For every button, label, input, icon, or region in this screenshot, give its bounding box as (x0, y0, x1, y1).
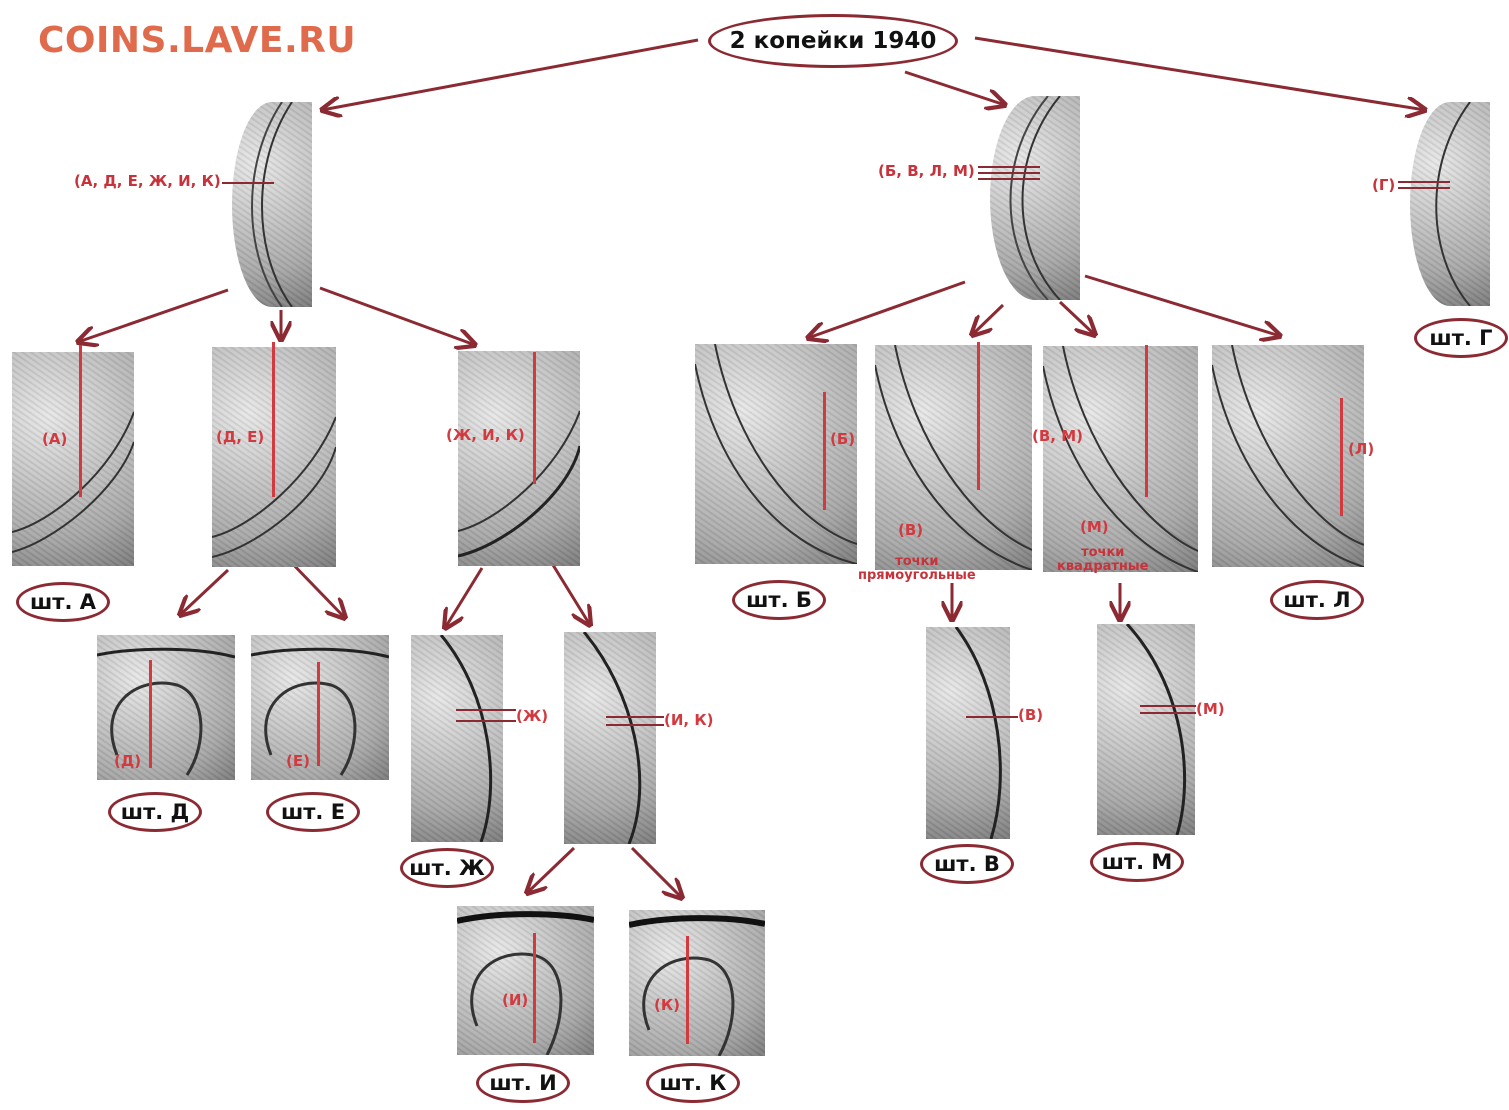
stamp-g: шт. Г (1414, 318, 1508, 358)
stamp-v: шт. В (920, 844, 1014, 884)
label-i: (И) (502, 991, 529, 1009)
coin-photo-v-detail (926, 627, 1010, 839)
label-right-group: (Г) (1372, 176, 1396, 194)
coin-photo-left-group (232, 102, 312, 307)
coin-photo-a (12, 352, 134, 566)
coin-photo-m-detail (1097, 624, 1195, 835)
stamp-d: шт. Д (108, 792, 202, 832)
diagram-title: 2 копейки 1940 (708, 14, 958, 68)
note-m: точки квадратные (1057, 546, 1149, 574)
marker-line (978, 166, 1040, 168)
stamp-b: шт. Б (732, 580, 826, 620)
label-v-detail: (В) (1018, 706, 1044, 724)
arrow-ik-k (630, 846, 682, 898)
marker-arrow (686, 936, 689, 1044)
label-v-pointer: (В) (898, 521, 924, 539)
note-m-line1: точки (1081, 545, 1125, 560)
marker-line (606, 724, 664, 726)
marker-arrow (533, 933, 536, 1043)
site-watermark: COINS.LAVE.RU (38, 20, 357, 61)
note-v-line2: прямоугольные (858, 568, 976, 583)
note-v-line1: точки (895, 554, 939, 569)
marker-line (456, 720, 516, 722)
marker-line (966, 716, 1018, 718)
marker-arrow (533, 352, 536, 484)
stamp-l: шт. Л (1270, 580, 1364, 620)
marker-line (606, 716, 664, 718)
label-vm: (В, М) (1032, 427, 1083, 445)
arrow-zhik-zh (445, 567, 484, 628)
marker-line (978, 172, 1040, 174)
label-m-detail: (М) (1196, 700, 1225, 718)
marker-line (1398, 187, 1450, 189)
label-l: (Л) (1348, 440, 1375, 458)
arrow-mid-v (972, 303, 1005, 335)
label-a: (А) (42, 430, 68, 448)
note-m-line2: квадратные (1057, 559, 1149, 574)
label-b: (Б) (830, 430, 856, 448)
marker-arrow (79, 345, 82, 497)
stamp-i: шт. И (476, 1063, 570, 1103)
coin-photo-m (1043, 346, 1198, 572)
coin-photo-e (251, 635, 389, 780)
marker-arrow (977, 342, 980, 490)
marker-line (1140, 705, 1196, 707)
label-d: (Д) (114, 752, 142, 770)
label-m-pointer: (М) (1080, 518, 1109, 536)
marker-arrow (149, 660, 152, 768)
marker-line (1398, 181, 1450, 183)
arrow-mid-m (1058, 300, 1095, 335)
arrow-left-zhik (319, 286, 475, 345)
coin-photo-right-group (1410, 102, 1490, 306)
marker-arrow (272, 342, 275, 497)
stamp-m: шт. М (1090, 842, 1184, 882)
coin-photo-zh (411, 635, 503, 842)
label-zh: (Ж) (516, 707, 549, 725)
coin-photo-d (97, 635, 235, 780)
marker-line (978, 178, 1040, 180)
arrow-mid-b (808, 280, 966, 338)
note-v: точки прямоугольные (858, 555, 976, 583)
coin-photo-k (629, 910, 765, 1056)
stamp-zh: шт. Ж (400, 848, 494, 888)
label-zhik: (Ж, И, К) (446, 426, 525, 444)
marker-line (222, 182, 274, 184)
stamp-k: шт. К (646, 1063, 740, 1103)
marker-arrow (1340, 398, 1343, 516)
label-de: (Д, Е) (216, 428, 265, 446)
stamp-e: шт. Е (266, 792, 360, 832)
coin-photo-ik (564, 632, 656, 844)
coin-photo-v (875, 345, 1032, 570)
coin-photo-middle-group (990, 96, 1080, 300)
arrow-root-left (322, 38, 699, 110)
label-ik: (И, К) (664, 711, 714, 729)
coin-photo-b (695, 344, 857, 564)
stamp-a: шт. А (16, 582, 110, 622)
arrow-de-d (180, 568, 230, 615)
marker-line (456, 709, 516, 711)
coin-photo-i (457, 906, 594, 1055)
label-left-group: (А, Д, Е, Ж, И, К) (74, 172, 221, 190)
label-middle-group: (Б, В, Л, М) (878, 162, 975, 180)
coin-photo-l (1212, 345, 1364, 567)
marker-arrow (317, 662, 320, 766)
marker-arrow (1145, 345, 1148, 497)
marker-arrow (823, 392, 826, 510)
coin-photo-zhik (458, 351, 580, 566)
arrow-mid-l (1084, 274, 1280, 336)
marker-line (1140, 712, 1196, 714)
arrow-ik-i (527, 846, 576, 893)
label-e: (Е) (286, 752, 310, 770)
label-k: (К) (654, 996, 680, 1014)
arrow-left-a (78, 288, 229, 342)
